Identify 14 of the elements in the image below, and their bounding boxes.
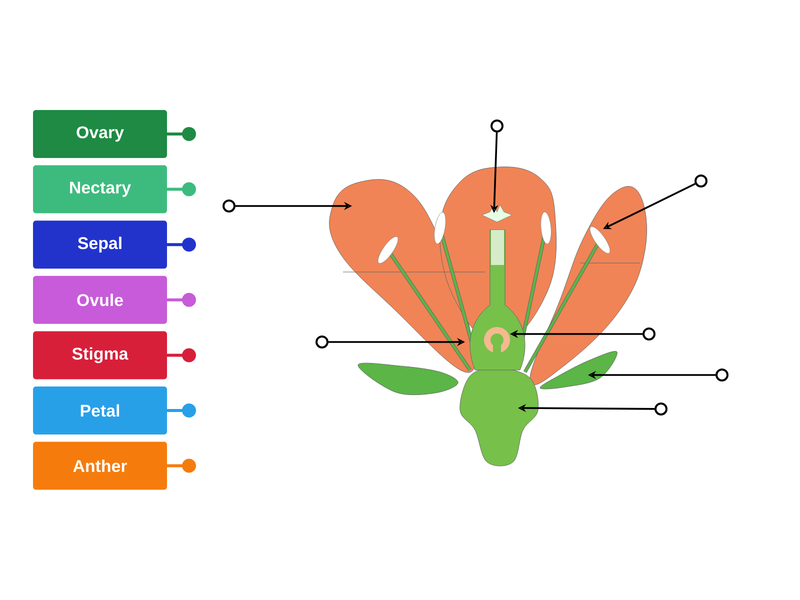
answer-circle [654, 402, 668, 416]
answer-circle [642, 328, 656, 340]
label-tile: Nectary [33, 165, 196, 214]
answer-circle [716, 368, 728, 382]
label-tile: Sepal [33, 220, 196, 269]
label-tile: Anther [33, 442, 196, 490]
answer-circle [316, 336, 328, 348]
answer-circle [694, 174, 708, 188]
label-tile: Petal [33, 386, 196, 434]
label-tile: Stigma [33, 331, 196, 380]
answer-circle [490, 120, 504, 132]
label-tile: Ovary [33, 110, 196, 158]
label-tile: Ovule [33, 276, 196, 324]
answer-circle [222, 200, 236, 212]
